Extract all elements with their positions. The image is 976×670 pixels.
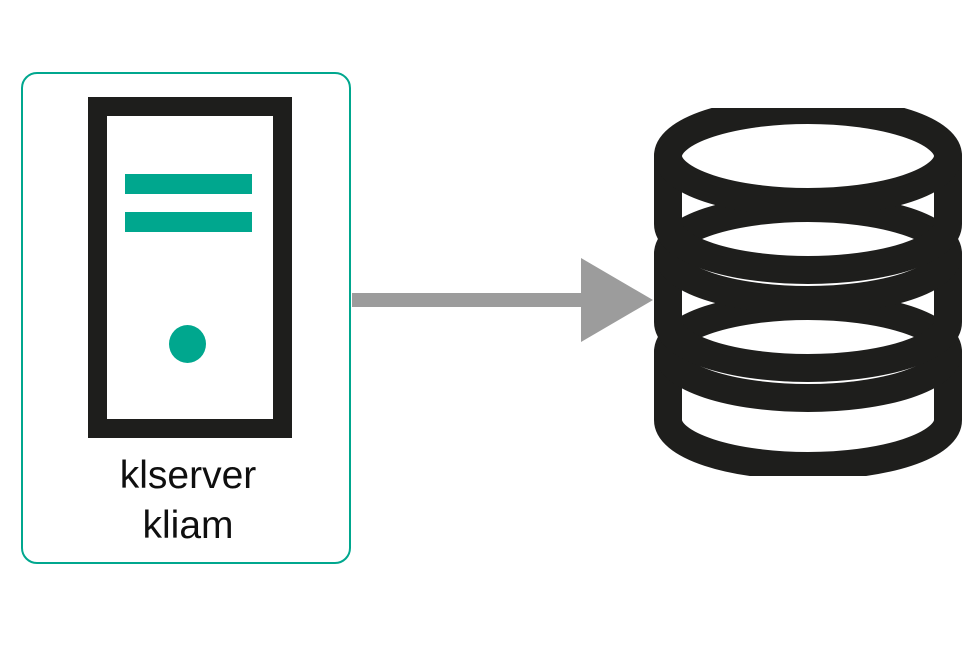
server-to-database-arrow — [352, 258, 653, 342]
server-power-led-icon — [169, 325, 206, 363]
db-disc-top-ellipse — [654, 108, 962, 216]
server-node-container[interactable]: klserver kliam — [21, 72, 351, 564]
database-cylinder-icon — [654, 108, 962, 476]
server-node-label-line-1: klserver — [119, 454, 257, 497]
db-disc-bottom-body — [654, 338, 962, 476]
server-bay-bar-1 — [125, 174, 252, 194]
db-disc-middle-body — [654, 240, 962, 382]
server-node-label-line-2: kliam — [142, 504, 234, 547]
db-disc-top-body — [654, 142, 962, 284]
server-bay-bar-2 — [125, 212, 252, 232]
right-arrow-icon — [352, 258, 653, 342]
server-tower-icon — [88, 97, 292, 438]
